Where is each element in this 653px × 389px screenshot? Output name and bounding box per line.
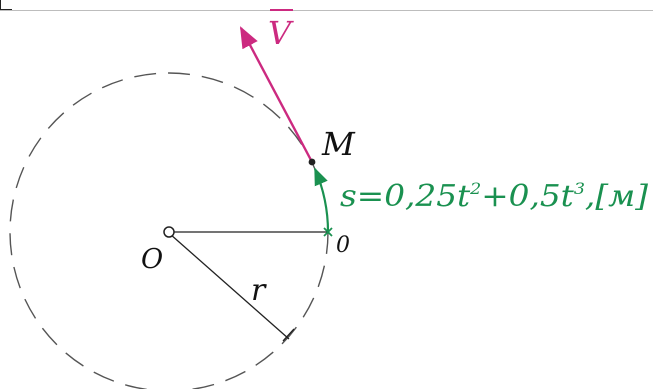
formula-exponent-2: 3 bbox=[574, 179, 585, 198]
formula-units: ,[м] bbox=[585, 179, 648, 214]
point-m-dot bbox=[308, 158, 316, 166]
formula-part-1: s=0,25t bbox=[340, 179, 471, 214]
corner-fragment bbox=[0, 0, 12, 10]
formula-part-2: +0,5t bbox=[481, 179, 575, 214]
velocity-label: V bbox=[268, 14, 294, 52]
radius-label: r bbox=[251, 273, 267, 308]
point-m-label: M bbox=[321, 125, 356, 163]
velocity-vector-arrow bbox=[239, 26, 314, 163]
zero-mark bbox=[323, 227, 333, 237]
top-border-line bbox=[0, 10, 653, 11]
radius-r-tick bbox=[282, 328, 295, 342]
origin-label: O bbox=[141, 244, 163, 275]
center-point-o bbox=[163, 226, 175, 238]
formula-exponent-1: 2 bbox=[469, 179, 481, 198]
radius-r-line bbox=[169, 233, 290, 340]
path-arc-arrow bbox=[313, 167, 330, 233]
zero-label: 0 bbox=[336, 233, 350, 258]
